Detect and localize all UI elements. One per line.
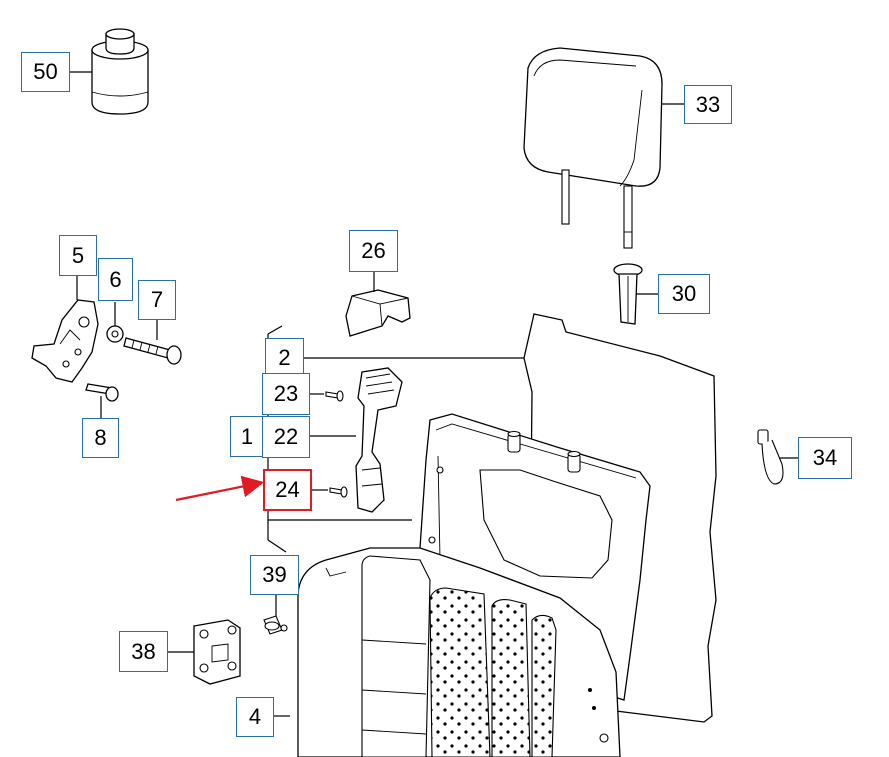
callout-23[interactable]: 23 [262,373,310,415]
callout-33[interactable]: 33 [684,85,732,124]
callout-4[interactable]: 4 [236,697,274,737]
backrest-cushion-part [297,547,621,757]
callout-2[interactable]: 2 [265,338,304,378]
bolt-part-8 [85,383,119,402]
headrest-part [523,47,663,249]
hinge-bracket-part [31,299,99,383]
callout-30[interactable]: 30 [658,274,710,314]
callout-26[interactable]: 26 [349,230,398,272]
release-lever-part [355,367,403,513]
callout-38[interactable]: 38 [119,631,168,672]
highlight-arrow [175,475,265,502]
headrest-guide-part [613,263,643,325]
cover-cap-part [345,289,411,337]
callout-39[interactable]: 39 [250,555,299,595]
grease-can-part [91,28,149,115]
callout-24[interactable]: 24 [263,469,312,511]
nut-part [106,325,124,343]
cable-tie-part [757,429,784,485]
callout-6[interactable]: 6 [98,258,133,301]
screw-part-23 [325,390,344,402]
screw-part-39 [263,615,288,635]
callout-1[interactable]: 1 [230,416,264,457]
screw-part-24 [329,486,348,498]
callout-5[interactable]: 5 [59,235,97,276]
latch-bracket-part [193,619,241,685]
callout-50[interactable]: 50 [21,52,70,92]
callout-8[interactable]: 8 [82,418,119,458]
callout-34[interactable]: 34 [798,437,852,479]
callout-22[interactable]: 22 [262,416,310,458]
bolt-part-7 [123,337,182,365]
callout-7[interactable]: 7 [138,280,176,320]
